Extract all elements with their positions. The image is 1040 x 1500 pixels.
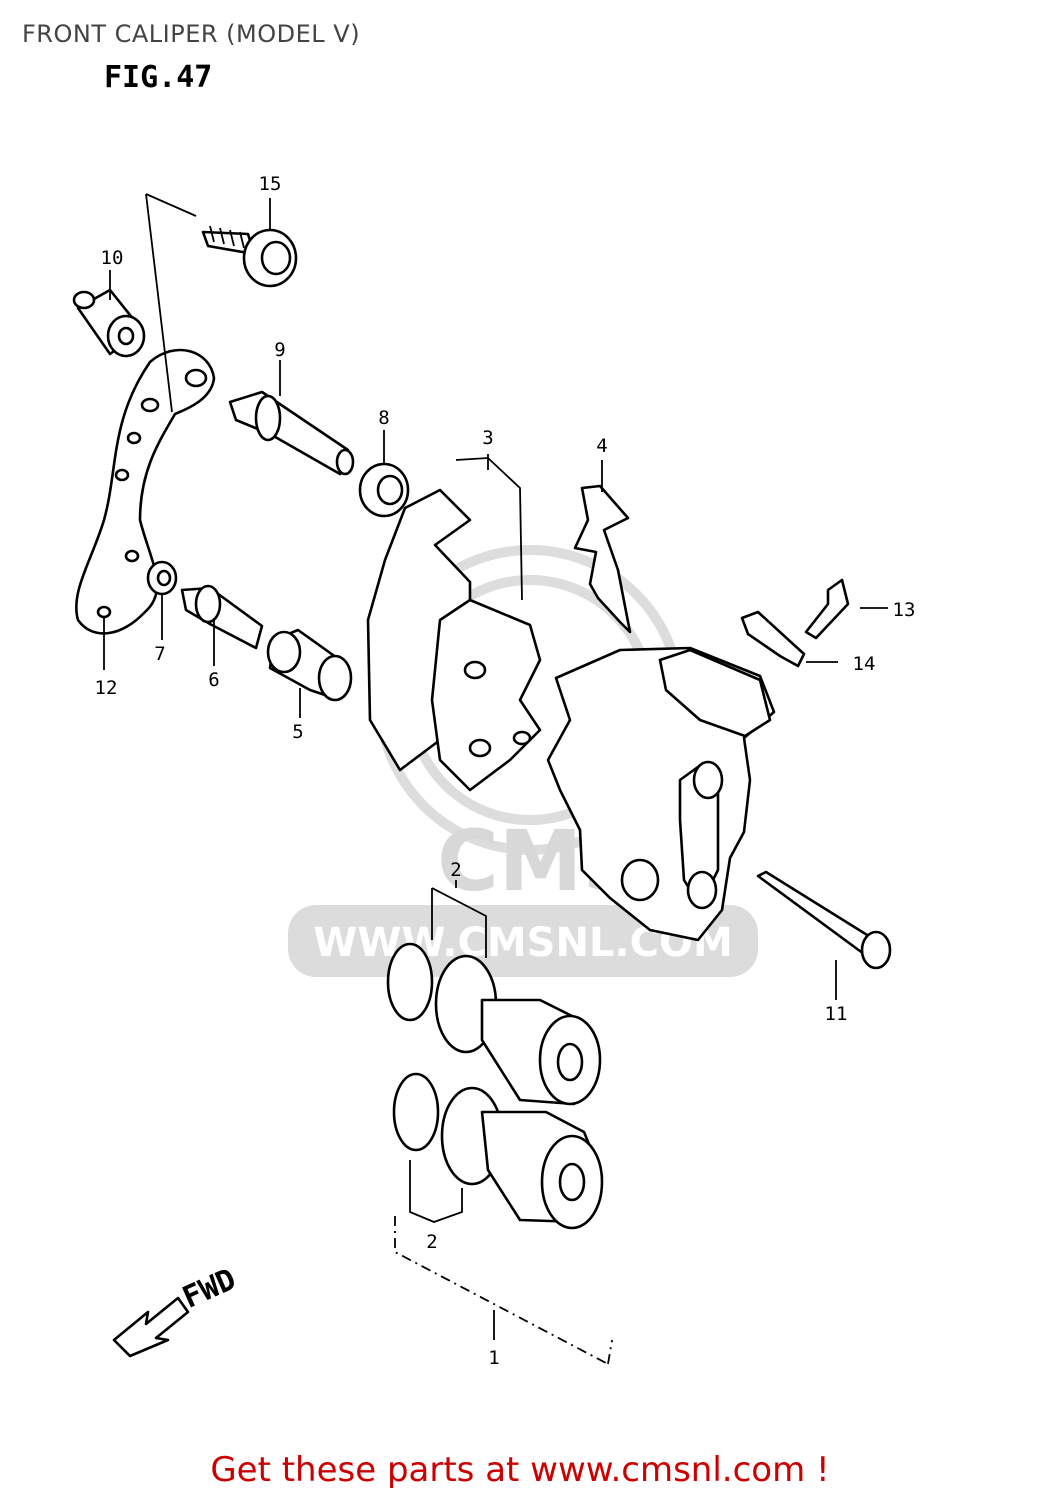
leader-lines — [103, 193, 888, 1340]
part-15-bolt — [201, 225, 298, 288]
label-5: 5 — [292, 721, 303, 743]
label-10: 10 — [101, 247, 124, 269]
forward-direction-indicator: FWD — [112, 1262, 242, 1358]
label-15: 15 — [259, 173, 282, 195]
piston-upper — [480, 998, 602, 1106]
figure-label: FIG.47 — [104, 60, 213, 95]
exploded-parts-diagram: CMS WWW.CMSNL.COM — [72, 173, 916, 1369]
part-6-bolt — [180, 584, 264, 650]
label-13: 13 — [893, 599, 916, 621]
part-8-boot — [358, 462, 410, 518]
label-11: 11 — [825, 1003, 848, 1025]
part-3-brake-pads — [366, 457, 542, 792]
label-14: 14 — [853, 653, 876, 675]
label-2-upper: 2 — [450, 859, 461, 881]
part-11-bolt — [756, 870, 892, 970]
label-8: 8 — [378, 407, 389, 429]
label-3: 3 — [482, 427, 493, 449]
label-2-lower: 2 — [426, 1231, 437, 1253]
forward-label: FWD — [178, 1262, 242, 1316]
part-7-washer — [146, 560, 178, 596]
piston-lower — [480, 1110, 604, 1230]
part-labels: 15 10 9 8 3 4 13 14 7 6 12 5 2 11 2 1 — [95, 173, 916, 1369]
footer-cta-link[interactable]: Get these parts at www.cmsnl.com ! — [210, 1450, 830, 1490]
part-14-cap — [740, 610, 806, 668]
part-5-slide-pin — [266, 628, 353, 702]
label-1: 1 — [488, 1347, 499, 1369]
label-4: 4 — [596, 435, 607, 457]
assembly-frame — [394, 1216, 613, 1365]
part-9-slide-pin — [228, 390, 355, 476]
label-12: 12 — [95, 677, 118, 699]
part-10-sleeve — [72, 288, 146, 358]
part-4-pad-spring — [573, 484, 632, 634]
label-6: 6 — [208, 669, 219, 691]
part-2-seal-upper — [386, 887, 498, 1054]
part-12-caliper-bracket — [75, 348, 216, 635]
part-13-bleeder-valve — [804, 578, 850, 640]
forward-arrow-icon — [112, 1296, 190, 1358]
label-9: 9 — [274, 339, 285, 361]
caliper-body — [546, 646, 776, 942]
page-title: FRONT CALIPER (MODEL V) — [22, 20, 361, 48]
label-7: 7 — [154, 643, 165, 665]
